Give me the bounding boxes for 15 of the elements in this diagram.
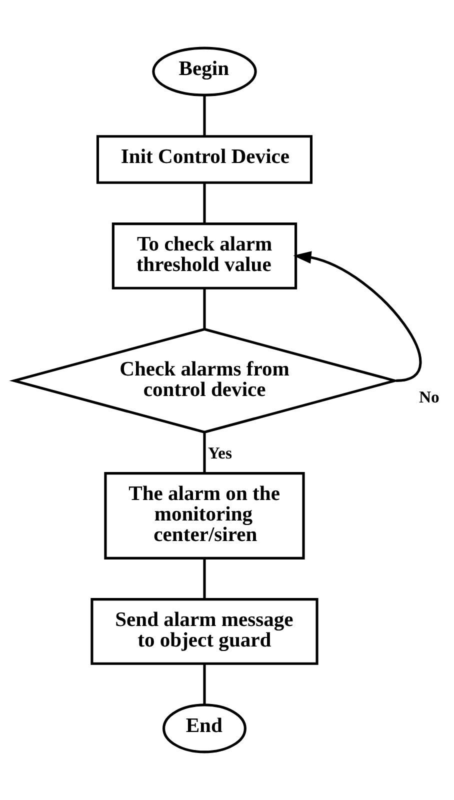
edge-label: Yes [207, 444, 232, 463]
node-box: Send alarm message to object guard [90, 598, 318, 665]
connector [202, 558, 206, 599]
node-box: To check alarm threshold value [111, 222, 297, 290]
node-box: Init Control Device [96, 135, 312, 184]
connector [202, 183, 206, 224]
connector [202, 664, 206, 705]
edge-label: No [418, 387, 439, 406]
connector [202, 95, 206, 136]
connector [202, 288, 206, 330]
connector [202, 432, 206, 474]
node-box: The alarm on the monitoring center/siren [104, 472, 304, 560]
node-ellipse: End [162, 704, 246, 754]
node-ellipse: Begin [152, 46, 256, 96]
arrow [292, 251, 422, 382]
